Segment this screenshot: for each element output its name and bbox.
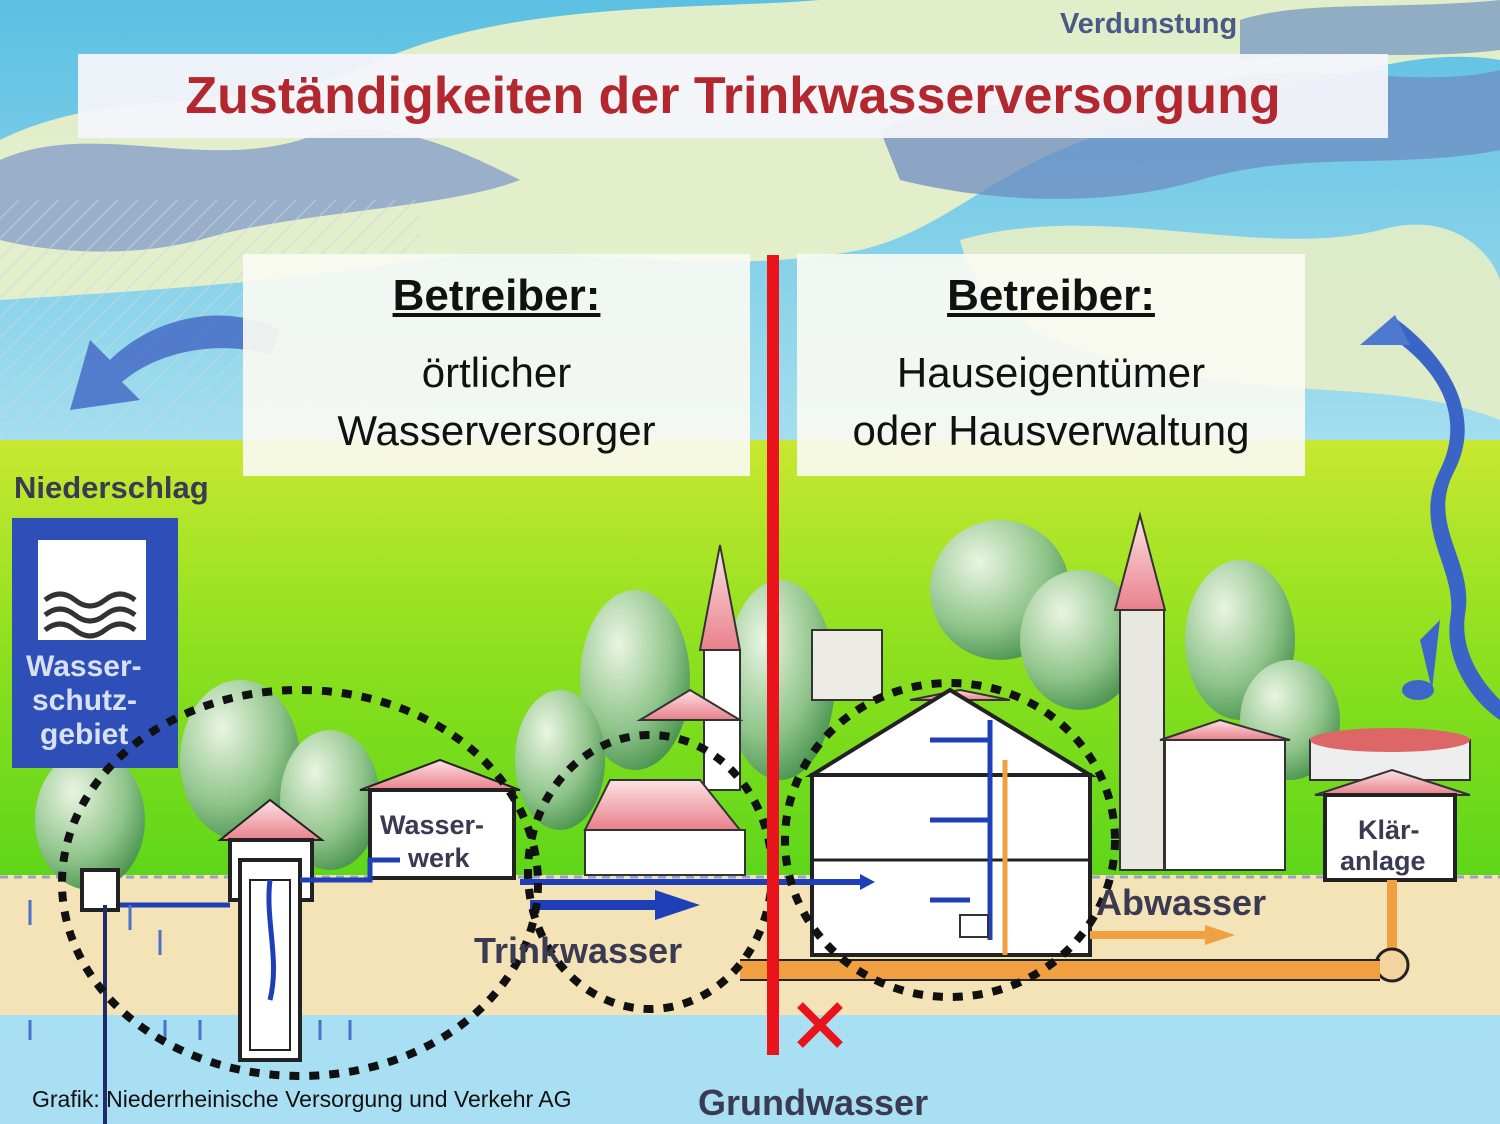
image-credit: Grafik: Niederrheinische Versorgung und … <box>32 1086 572 1112</box>
label-protection-zone-1: Wasser- <box>26 650 142 683</box>
right-panel-line-1: Hauseigentümer <box>896 349 1206 396</box>
label-precipitation: Niederschlag <box>14 470 209 505</box>
label-waterworks-1: Wasser- <box>380 810 485 840</box>
protection-zone-sign <box>12 518 178 768</box>
label-evaporation: Verdunstung <box>1060 8 1238 40</box>
title-box: Zuständigkeiten der Trinkwasserversorgun… <box>78 54 1388 138</box>
circle-waterworks <box>58 686 542 1080</box>
no-contamination-icon <box>797 1002 843 1048</box>
left-panel-line-2: Wasserversorger <box>337 407 656 454</box>
well-structures <box>80 758 521 1124</box>
label-drinking-water: Trinkwasser <box>474 930 683 971</box>
left-panel-heading: Betreiber: <box>392 271 601 320</box>
label-protection-zone-2: schutz- <box>32 684 137 717</box>
left-panel-line-1: örtlicher <box>421 349 572 396</box>
infiltration-arrows <box>28 900 352 1040</box>
label-groundwater: Grundwasser <box>698 1082 929 1123</box>
label-treatment-plant-2: anlage <box>1340 846 1426 876</box>
river <box>1380 318 1500 720</box>
treatment-plant <box>1309 620 1471 983</box>
right-panel-heading: Betreiber: <box>947 271 1155 320</box>
right-operator-panel: Betreiber: Hauseigentümer oder Hausverwa… <box>797 254 1305 476</box>
ground <box>0 875 1500 1015</box>
village <box>583 511 1291 957</box>
page-title: Zuständigkeiten der Trinkwasserversorgun… <box>185 67 1281 125</box>
label-wastewater: Abwasser <box>1096 882 1267 923</box>
circle-house <box>781 679 1119 1001</box>
label-waterworks-2: werk <box>408 843 470 873</box>
label-protection-zone-3: gebiet <box>40 718 129 751</box>
precipitation-arrow <box>70 315 280 410</box>
right-panel-line-2: oder Hausverwaltung <box>852 407 1250 454</box>
left-operator-panel: Betreiber: örtlicher Wasserversorger <box>243 254 750 476</box>
label-treatment-plant-1: Klär- <box>1358 815 1420 845</box>
